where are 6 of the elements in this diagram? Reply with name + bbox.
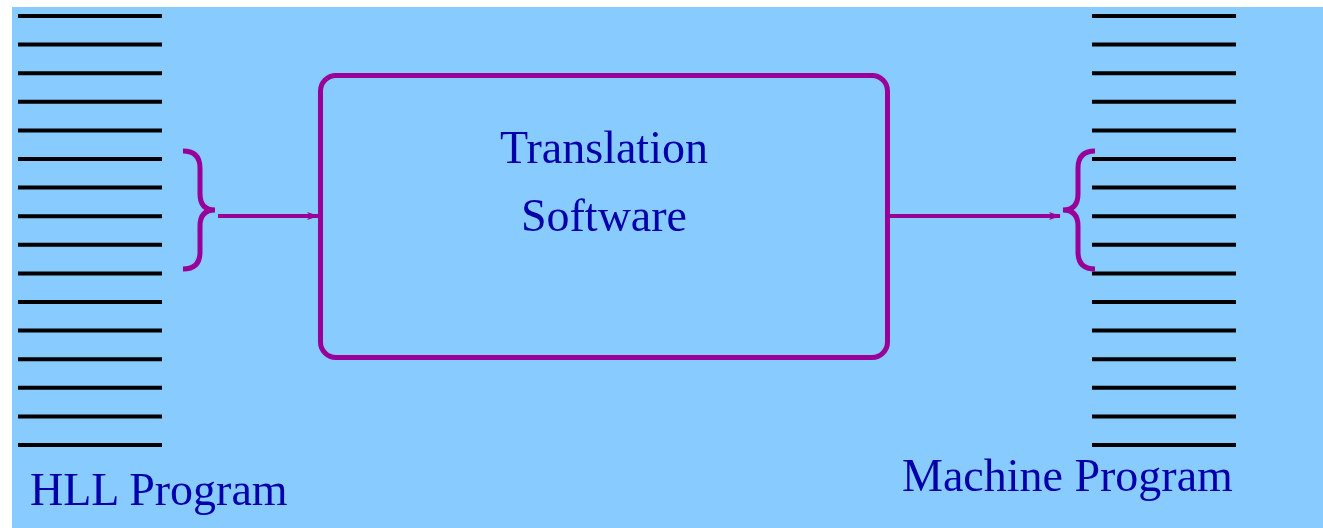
box-label: Translation Software (499, 120, 709, 243)
program-label: Machine Program (902, 449, 1233, 503)
program-label: HLL Program (30, 463, 288, 517)
arrow (890, 212, 1061, 220)
process-box (318, 73, 890, 360)
arrow (218, 212, 319, 220)
